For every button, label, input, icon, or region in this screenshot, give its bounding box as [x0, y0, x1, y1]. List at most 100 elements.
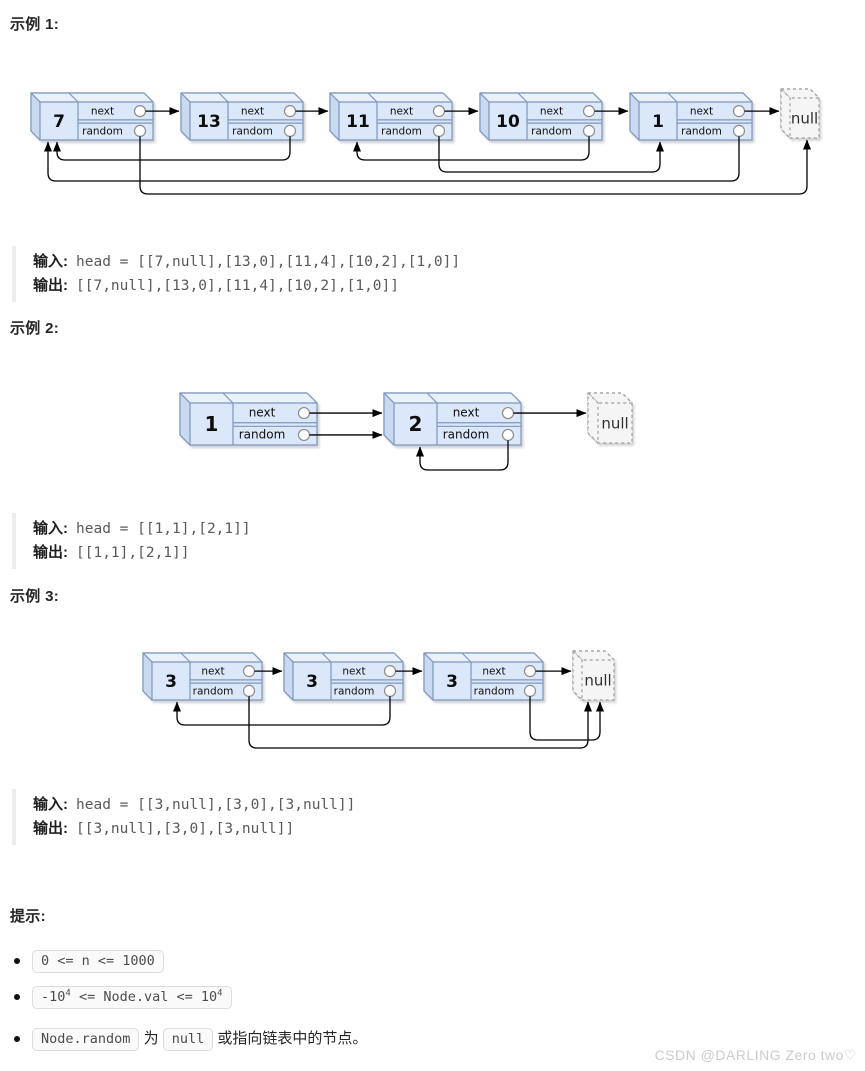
node-box: [479, 92, 603, 103]
bullet-icon: [14, 994, 20, 1000]
null-label: null: [584, 672, 611, 690]
node-box: [30, 92, 154, 103]
list-node: next random 10: [479, 92, 603, 141]
null-cube: [587, 392, 633, 404]
next-port: [582, 105, 596, 118]
random-field-label: random: [334, 685, 375, 697]
random-field-label: random: [443, 427, 490, 441]
constraint-text: 为: [139, 1030, 163, 1047]
null-box: null: [572, 650, 615, 701]
node-box: [180, 92, 304, 103]
node-box: [629, 92, 753, 103]
random-field-label: random: [232, 125, 273, 137]
null-label: null: [601, 415, 628, 433]
random-arrow: [53, 136, 291, 161]
next-field-label: next: [249, 406, 276, 420]
constraint-text: 或指向链表中的节点。: [213, 1030, 368, 1047]
node-box: [383, 392, 395, 446]
random-arrow: [416, 440, 509, 471]
watermark: CSDN @DARLING Zero two♡: [654, 1047, 857, 1063]
output-label: 输出:: [33, 544, 68, 561]
next-port: [523, 665, 537, 678]
output-label: 输出:: [33, 820, 68, 837]
node-box: [423, 652, 544, 663]
node-box: [383, 392, 522, 404]
node-box: [179, 392, 318, 404]
node-box: [329, 92, 453, 103]
output-line: 输出:[[7,null],[13,0],[11,4],[10,2],[1,0]]: [33, 274, 460, 298]
null-label: null: [791, 110, 818, 128]
random-arrow: [353, 136, 590, 161]
next-port: [432, 105, 446, 118]
list-node: next random 2: [383, 392, 522, 446]
next-port: [297, 406, 311, 420]
node-box: [142, 652, 263, 663]
random-field-label: random: [82, 125, 123, 137]
bullet-icon: [14, 1036, 20, 1042]
node-value: 1: [652, 112, 664, 132]
random-arrow: [44, 136, 740, 182]
output-value: [[7,null],[13,0],[11,4],[10,2],[1,0]]: [76, 278, 400, 294]
node-value: 1: [205, 412, 219, 436]
next-port: [501, 406, 515, 420]
list-node: next random 1: [629, 92, 753, 141]
input-line: 输入:head = [[7,null],[13,0],[11,4],[10,2]…: [33, 250, 460, 274]
random-port: [432, 124, 446, 137]
node-box: [479, 92, 490, 141]
example-1-io-block: 输入:head = [[7,null],[13,0],[11,4],[10,2]…: [12, 246, 460, 302]
node-box: [329, 92, 340, 141]
node-value: 7: [53, 112, 65, 132]
null-cube: [587, 392, 633, 444]
random-arrow: [248, 696, 592, 749]
example-3-io-block: 输入:head = [[3,null],[3,0],[3,null]] 输出:[…: [12, 789, 355, 845]
output-line: 输出:[[3,null],[3,0],[3,null]]: [33, 817, 355, 841]
input-line: 输入: head = [[1,1],[2,1]]: [33, 517, 251, 541]
null-box: null: [587, 392, 633, 444]
input-value: head = [[1,1],[2,1]]: [76, 521, 251, 537]
node-box: [30, 92, 41, 141]
next-port: [383, 665, 397, 678]
random-field-label: random: [531, 125, 572, 137]
next-field-label: next: [482, 666, 505, 678]
node-value: 2: [409, 412, 423, 436]
random-port: [383, 684, 397, 697]
constraint-item: -104 <= Node.val <= 104: [14, 984, 232, 1010]
example-3-heading: 示例 3:: [10, 588, 60, 605]
constraint-content: 0 <= n <= 1000: [32, 948, 164, 974]
example-1-linked-list-diagram: nextrandom7nextrandom13nextrandom11nextr…: [30, 88, 820, 195]
random-port: [283, 124, 297, 137]
next-field-label: next: [453, 406, 480, 420]
next-field-label: next: [390, 106, 413, 118]
node-value: 10: [496, 112, 520, 132]
node-box: [142, 652, 153, 701]
random-field-label: random: [681, 125, 722, 137]
node-box: [629, 92, 640, 141]
code-chip: -104 <= Node.val <= 104: [32, 986, 232, 1009]
next-field-label: next: [540, 106, 563, 118]
output-value: [[1,1],[2,1]]: [76, 545, 190, 561]
null-cube: [572, 650, 583, 701]
random-field-label: random: [474, 685, 515, 697]
random-port: [242, 684, 256, 697]
node-value: 3: [306, 672, 318, 692]
output-line: 输出: [[1,1],[2,1]]: [33, 541, 251, 565]
null-cube: [587, 392, 599, 444]
input-label: 输入:: [33, 796, 68, 813]
input-label: 输入:: [33, 520, 68, 537]
random-port: [732, 124, 746, 137]
node-box: [423, 652, 434, 701]
example-2-io-block: 输入: head = [[1,1],[2,1]] 输出: [[1,1],[2,1]]: [12, 513, 251, 569]
next-port: [133, 105, 147, 118]
next-port: [732, 105, 746, 118]
code-chip: null: [162, 1028, 214, 1051]
next-field-label: next: [690, 106, 713, 118]
node-value: 11: [346, 112, 370, 132]
null-box: null: [780, 88, 820, 139]
random-port: [582, 124, 596, 137]
